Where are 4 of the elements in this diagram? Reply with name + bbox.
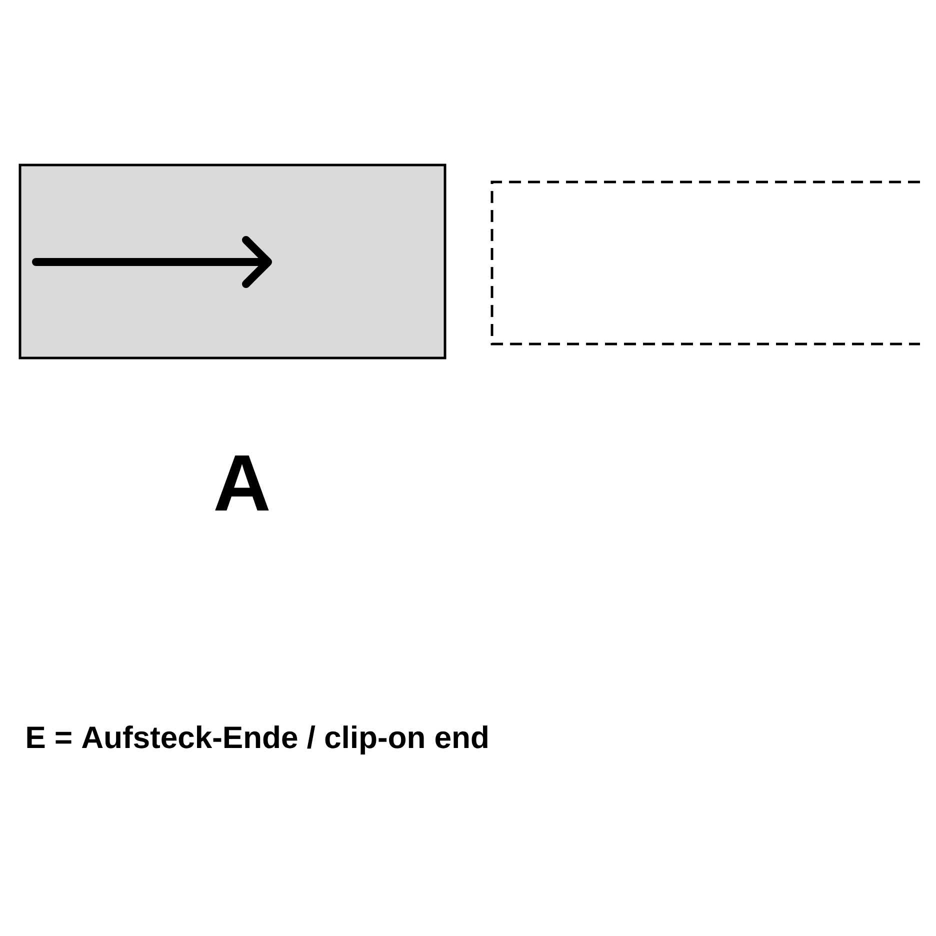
legend-note: E = Aufsteck-Ende / clip-on end [27,726,488,754]
block-letter: A [215,456,269,511]
filled-block [18,164,446,360]
dashed-outline [490,180,920,346]
